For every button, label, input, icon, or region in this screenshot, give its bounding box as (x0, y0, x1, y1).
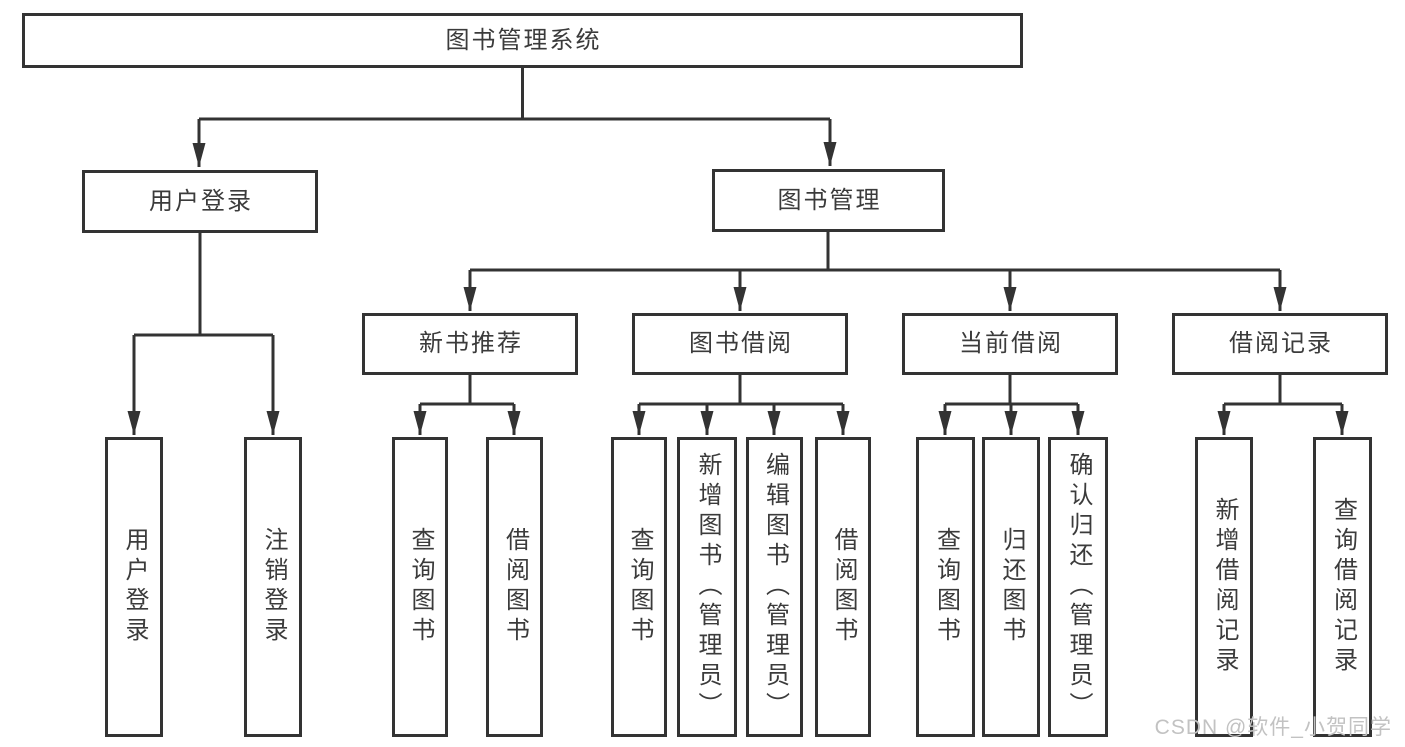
node-book-management-label: 图书管理 (777, 186, 882, 214)
connector-root-to-level2 (192, 68, 837, 167)
node-new-book-recommend: 新书推荐 (362, 313, 578, 375)
node-leaf-bb-edit-book: 编辑图书（管理员） (746, 437, 803, 737)
node-leaf-logout-label: 注销登录 (260, 527, 287, 647)
node-leaf-logout: 注销登录 (244, 437, 302, 737)
node-leaf-br-add-record: 新增借阅记录 (1195, 437, 1253, 737)
connector-borrow-record-children (1217, 375, 1349, 435)
node-leaf-cb-return-book-label: 归还图书 (998, 527, 1025, 647)
node-leaf-cb-query-book: 查询图书 (916, 437, 975, 737)
node-current-borrow: 当前借阅 (902, 313, 1118, 375)
node-leaf-br-query-record-label: 查询借阅记录 (1329, 497, 1357, 677)
node-leaf-bb-borrow-book-label: 借阅图书 (830, 527, 857, 647)
node-root: 图书管理系统 (22, 13, 1023, 68)
connector-book-management-children (463, 232, 1287, 311)
node-root-label: 图书管理系统 (445, 26, 602, 54)
node-leaf-cb-confirm-return-label: 确认归还（管理员） (1065, 452, 1092, 722)
node-book-management: 图书管理 (712, 169, 945, 232)
node-book-borrow: 图书借阅 (632, 313, 848, 375)
node-leaf-bb-query-book: 查询图书 (611, 437, 667, 737)
connector-user-login-children (127, 233, 280, 435)
node-leaf-login: 用户登录 (105, 437, 163, 737)
node-borrow-record: 借阅记录 (1172, 313, 1388, 375)
node-leaf-bb-add-book-label: 新增图书（管理员） (694, 452, 721, 722)
node-leaf-cb-confirm-return: 确认归还（管理员） (1048, 437, 1108, 737)
node-leaf-bb-borrow-book: 借阅图书 (815, 437, 871, 737)
csdn-watermark: CSDN @软件_小贺同学 (1154, 716, 1392, 739)
node-new-book-recommend-label: 新书推荐 (419, 330, 523, 357)
node-leaf-cb-query-book-label: 查询图书 (932, 527, 960, 647)
connector-new-book-recommend-children (413, 375, 521, 435)
node-leaf-bb-add-book: 新增图书（管理员） (677, 437, 737, 737)
node-leaf-bb-edit-book-label: 编辑图书（管理员） (761, 452, 789, 722)
node-book-borrow-label: 图书借阅 (689, 330, 793, 357)
node-current-borrow-label: 当前借阅 (959, 330, 1063, 357)
node-leaf-br-query-record: 查询借阅记录 (1313, 437, 1372, 737)
node-borrow-record-label: 借阅记录 (1229, 330, 1333, 357)
node-leaf-br-add-record-label: 新增借阅记录 (1211, 497, 1238, 677)
node-leaf-nbr-borrow-book-label: 借阅图书 (501, 527, 529, 647)
connector-current-borrow-children (938, 375, 1085, 435)
node-leaf-nbr-query-book: 查询图书 (392, 437, 448, 737)
node-leaf-cb-return-book: 归还图书 (982, 437, 1040, 737)
node-user-login: 用户登录 (82, 170, 318, 233)
node-leaf-nbr-borrow-book: 借阅图书 (486, 437, 543, 737)
node-leaf-login-label: 用户登录 (121, 527, 148, 647)
node-user-login-label: 用户登录 (149, 187, 253, 215)
node-leaf-nbr-query-book-label: 查询图书 (407, 527, 434, 647)
connector-book-borrow-children (632, 375, 850, 435)
node-leaf-bb-query-book-label: 查询图书 (626, 527, 653, 647)
